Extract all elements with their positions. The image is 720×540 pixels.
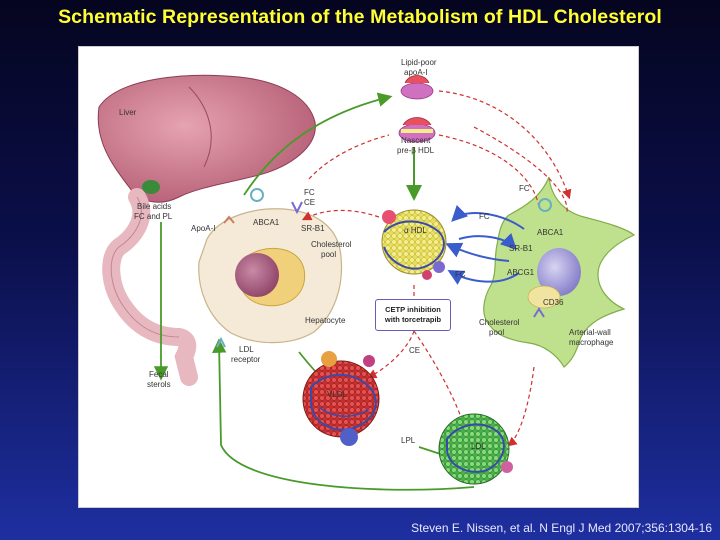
arrow-hepatocyte-to-nascent [308, 134, 390, 180]
label-nascent: Nascent [401, 136, 431, 145]
arrow-srb1-to-hdl [445, 242, 510, 262]
vldl-particle [302, 351, 380, 446]
ldl-receptor [216, 336, 226, 348]
srb1-receptor-left [291, 201, 303, 215]
nascent-pre-beta-hdl [398, 117, 436, 143]
label-apoa1-left: ApoA-I [191, 224, 215, 233]
label-fc-top: FC [304, 188, 315, 197]
label-cholesterol-pool-right: Cholesterol [479, 318, 520, 327]
liver-illustration [97, 74, 316, 386]
label-cholesterol-pool-left-2: pool [321, 250, 336, 259]
arrow-dashed-fc-right [473, 126, 568, 213]
label-lipid-poor-2: apoA-I [404, 68, 428, 77]
label-ldl: LDL [471, 442, 486, 451]
label-ce-top: CE [304, 198, 315, 207]
cd36-receptor [533, 307, 545, 318]
label-liver: Liver [119, 108, 137, 117]
label-ldl-receptor: LDL [239, 345, 254, 354]
ldl-particle [438, 413, 513, 485]
arrow-ldl-to-receptor [212, 338, 475, 491]
label-lipid-poor: Lipid-poor [401, 58, 437, 67]
arrow-cetp-to-ldl [413, 330, 467, 430]
label-srb1-left: SR-B1 [301, 224, 325, 233]
label-abcg1-right: ABCG1 [507, 268, 535, 277]
label-hepatocyte: Hepatocyte [305, 316, 346, 325]
label-lpl: LPL [401, 436, 416, 445]
arrow-abcg1-to-hdl [447, 270, 520, 285]
arrow-macrophage-to-ldl [507, 366, 535, 447]
label-fc-right-mid: FC [479, 212, 490, 221]
arrow-hdl-to-srb1 [301, 209, 380, 221]
arrow-apoa1-to-macrophage [438, 90, 572, 200]
label-fc-right-top: FC [519, 184, 530, 193]
label-ldl-receptor-2: receptor [231, 355, 261, 364]
citation: Steven E. Nissen, et al. N Engl J Med 20… [411, 521, 712, 535]
label-abca1-left: ABCA1 [253, 218, 280, 227]
hepatocyte-cell [198, 208, 343, 344]
slide-title: Schematic Representation of the Metaboli… [58, 6, 662, 28]
apoa1-receptor-left [223, 215, 235, 224]
label-vldl: VLDL [327, 390, 348, 399]
diagram-panel: Liver Bile acids FC and PL ApoA-I ABCA1 … [78, 46, 639, 508]
cetp-line-1: CETP inhibition [385, 305, 441, 314]
alpha-hdl-particle [381, 209, 447, 280]
label-alpha-hdl: α HDL [404, 226, 427, 235]
abca1-transporter-right [538, 198, 552, 212]
label-fc-right-low: FC [455, 270, 466, 279]
label-macrophage: Arterial-wall [569, 328, 611, 337]
label-cd36: CD36 [543, 298, 564, 307]
label-nascent-2: pre-β HDL [397, 146, 435, 155]
label-fecal-sterols-2: sterols [147, 380, 171, 389]
label-ce-mid: CE [409, 346, 420, 355]
label-bile-acids: Bile acids [137, 202, 171, 211]
lipid-poor-apoa1 [400, 75, 434, 100]
label-srb1-right: SR-B1 [509, 244, 533, 253]
arrow-hdl-to-srb1-right [458, 232, 517, 250]
arrow-nascent-to-macrophage [438, 134, 540, 208]
cetp-inhibition-box: CETP inhibition with torcetrapib [375, 299, 451, 331]
label-cholesterol-pool-right-2: pool [489, 328, 504, 337]
abca1-transporter-left [250, 188, 264, 202]
label-cholesterol-pool-left: Cholesterol [311, 240, 352, 249]
cetp-line-2: with torcetrapib [384, 315, 442, 324]
arrow-abca1-to-hdl [451, 204, 525, 230]
label-fc-and-pl: FC and PL [134, 212, 173, 221]
label-fecal-sterols: Fecal [149, 370, 169, 379]
label-macrophage-2: macrophage [569, 338, 614, 347]
macrophage-cell [483, 176, 636, 368]
arrow-cetp-to-vldl [366, 330, 415, 379]
arrow-liver-to-apoa1 [243, 92, 393, 196]
hdl-metabolism-diagram: Liver Bile acids FC and PL ApoA-I ABCA1 … [97, 58, 636, 491]
label-abca1-right: ABCA1 [537, 228, 564, 237]
